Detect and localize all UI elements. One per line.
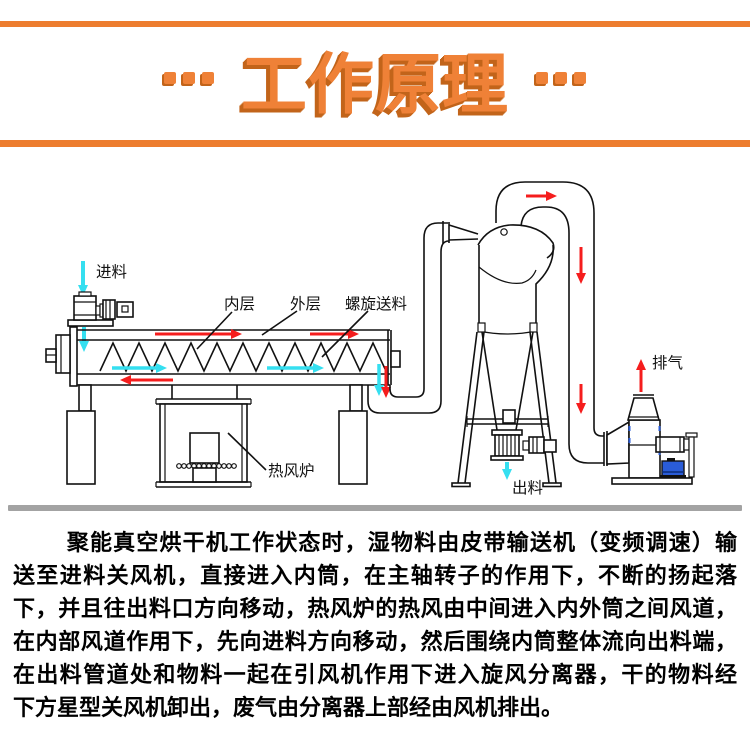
paragraph-line: 聚能真空烘干机工作状态时，湿物料由皮带输送机（变频调速）输 — [66, 530, 737, 555]
cyclone-seam — [478, 266, 537, 285]
combustion-chamber — [189, 432, 220, 464]
outer-layer-leader — [261, 310, 298, 336]
fan-housing — [628, 419, 661, 479]
label-spiral-feed: 螺旋送料 — [345, 295, 407, 313]
hot-air-furnace: 热风炉 — [155, 385, 315, 488]
drum-leg-right — [338, 410, 368, 485]
paragraph-line: 送至进料关风机，直接进入内筒，在主轴转子的作用下，不断的扬起落 — [13, 563, 737, 588]
exhaust-pipe — [495, 181, 608, 466]
label-hot-air-furnace: 热风炉 — [268, 462, 315, 480]
title-dot — [183, 72, 195, 84]
accent-bar-bottom — [0, 140, 750, 147]
cyclone-stand — [451, 331, 562, 488]
accent-bar-top — [0, 21, 750, 27]
furnace-pedestal — [192, 467, 217, 483]
drum-left-disc — [55, 334, 71, 374]
label-exhaust: 排气 — [652, 354, 683, 372]
cyclone-scroll-rim — [477, 224, 555, 259]
paragraph-line: 在内部风道作用下，先向进料方向移动，然后围绕内筒整体流向出料端， — [13, 629, 737, 654]
drum-leg-right-upper — [349, 384, 363, 412]
label-discharge: 出料 — [512, 479, 543, 497]
spiral-feed-leader — [321, 310, 369, 358]
title-dot — [555, 72, 567, 84]
cyclone-cone — [481, 331, 498, 431]
furnace-leader-line — [227, 432, 267, 471]
fan-base — [611, 477, 693, 485]
title-dots-left — [164, 72, 214, 84]
drum-leg-left-upper — [78, 384, 92, 412]
cyclone-top-fitting — [500, 228, 508, 236]
inner-layer-leader — [196, 311, 233, 350]
feed-airlock — [67, 291, 134, 327]
page-title: 工作原理 — [241, 47, 509, 121]
induced-draft-fan: 排气 — [606, 354, 698, 485]
drum-to-cyclone-duct — [367, 221, 479, 414]
title-dot — [202, 72, 214, 84]
spiral-flights — [99, 341, 387, 373]
cyclone-separator — [477, 224, 555, 431]
fan-support-bar — [688, 436, 695, 478]
label-inner-layer: 内层 — [224, 295, 255, 313]
fan-inlet-transition — [606, 420, 630, 465]
label-feed: 进料 — [96, 263, 127, 281]
description-paragraph: 聚能真空烘干机工作状态时，湿物料由皮带输送机（变频调速）输 送至进料关风机，直接… — [13, 526, 737, 724]
title-dots-right — [536, 72, 586, 84]
drum-callouts: 内层 外层 螺旋送料 — [196, 295, 407, 358]
discharge-airlock: 出料 — [490, 429, 557, 497]
drying-drum — [45, 326, 401, 485]
label-outer-layer: 外层 — [290, 295, 321, 313]
title-dot — [536, 72, 548, 84]
fan-outlet-stack — [626, 397, 661, 421]
section-divider — [8, 505, 742, 511]
fan-motor — [660, 458, 686, 478]
title-dot — [574, 72, 586, 84]
title-dot — [164, 72, 176, 84]
title-banner: 工作原理 — [0, 34, 750, 134]
fan-support-cap — [685, 432, 698, 438]
end-bearing — [390, 350, 401, 368]
paragraph-line: 下方星型关风机卸出，废气由分离器上部经由风机排出。 — [13, 695, 564, 720]
drum-leg-left — [66, 410, 96, 485]
working-principle-diagram: 进料 — [45, 181, 698, 497]
paragraph-line: 下，并且往出料口方向移动，热风炉的热风由中间进入内外筒之间风道， — [13, 596, 737, 621]
paragraph-line: 在出料管道处和物料一起在引风机作用下进入旋风分离器，干的物料经 — [13, 662, 737, 687]
drum-left-flange — [69, 326, 78, 387]
